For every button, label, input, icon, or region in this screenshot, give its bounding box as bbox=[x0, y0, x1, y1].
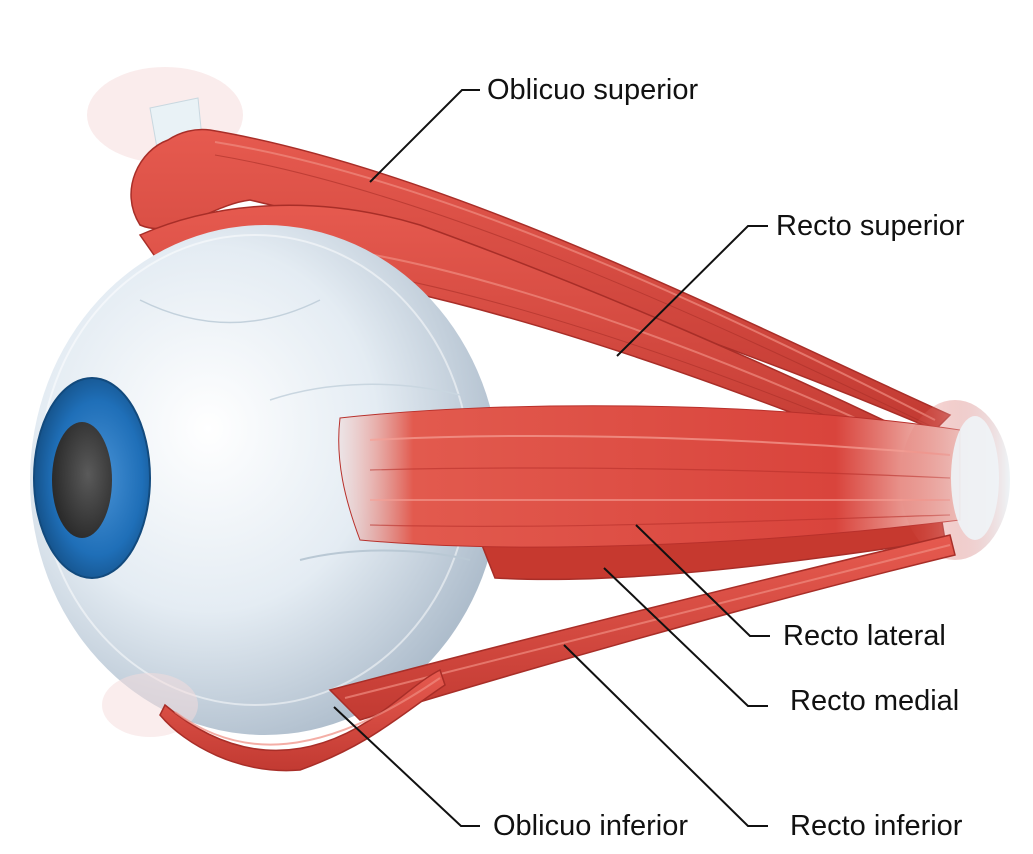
lateral-rectus-muscle bbox=[338, 405, 961, 548]
label-inferior-rectus: Recto inferior bbox=[790, 810, 963, 842]
leader-line-superior-oblique bbox=[369, 89, 480, 183]
inferior-oblique-muscle bbox=[102, 668, 446, 772]
tendon-ring bbox=[900, 400, 1010, 560]
iris bbox=[33, 377, 151, 579]
label-lateral-rectus: Recto lateral bbox=[783, 620, 946, 652]
label-inferior-oblique: Oblicuo inferior bbox=[493, 810, 689, 842]
pupil bbox=[52, 422, 112, 538]
label-superior-rectus: Recto superior bbox=[776, 210, 965, 242]
leader-line-superior-rectus bbox=[616, 225, 768, 357]
leader-line-inferior-oblique bbox=[333, 706, 480, 827]
leader-line-lateral-rectus bbox=[635, 524, 770, 637]
leader-lines bbox=[333, 89, 770, 827]
label-superior-oblique: Oblicuo superior bbox=[487, 74, 699, 106]
label-medial-rectus: Recto medial bbox=[790, 685, 960, 717]
leader-line-inferior-rectus bbox=[563, 644, 768, 827]
leader-line-medial-rectus bbox=[603, 567, 768, 707]
